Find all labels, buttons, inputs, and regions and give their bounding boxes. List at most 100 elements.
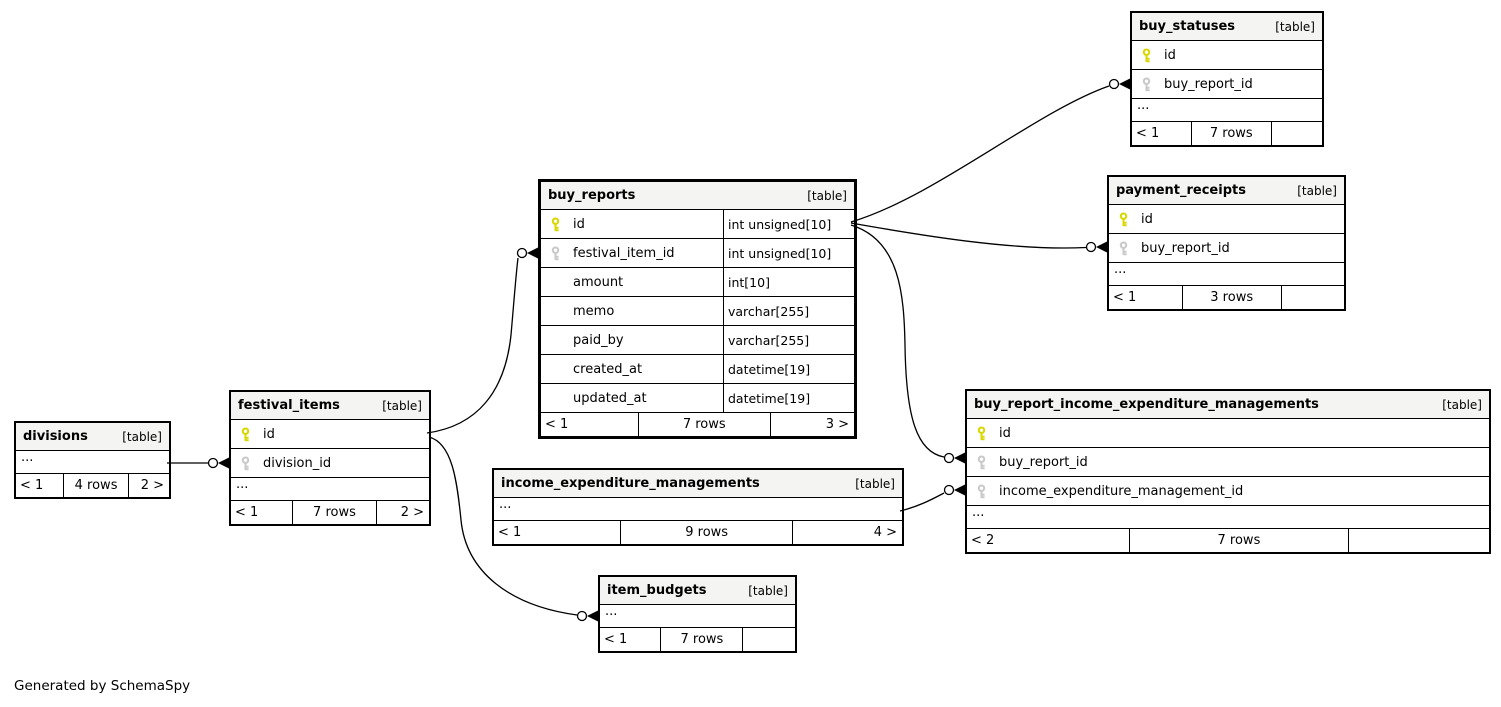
row-count: 7 rows xyxy=(638,413,769,436)
table-name: income_expenditure_managements xyxy=(501,476,760,491)
column-name: paid_by xyxy=(573,332,624,348)
parent-count: < 1 xyxy=(20,478,44,493)
table-type-tag: [table] xyxy=(122,429,162,444)
cardinality-circle-icon xyxy=(576,610,588,622)
crow-foot-icon xyxy=(1119,78,1130,90)
column-name: buy_report_id xyxy=(1141,240,1230,256)
table-row: division_id xyxy=(231,449,429,478)
ellipsis-row: ... xyxy=(600,605,795,628)
table-footer: < 1 7 rows xyxy=(600,628,795,651)
parent-count: < 1 xyxy=(1136,126,1160,141)
child-count: 4 > xyxy=(791,521,902,544)
table-footer: < 1 7 rows xyxy=(1132,122,1322,145)
ellipsis-row: ... xyxy=(1109,263,1344,286)
parent-count: < 2 xyxy=(971,533,995,548)
entity-table-item-budgets: item_budgets [table] ... < 1 7 rows xyxy=(598,575,797,653)
foreign-key-icon xyxy=(967,483,999,499)
table-type-tag: [table] xyxy=(807,188,847,203)
column-type: datetime[19] xyxy=(723,384,854,412)
crow-foot-icon xyxy=(954,484,965,496)
table-type-tag: [table] xyxy=(382,398,422,413)
cardinality-circle-icon xyxy=(516,247,528,259)
table-footer: < 1 3 rows xyxy=(1109,286,1344,309)
table-type-tag: [table] xyxy=(748,583,788,598)
table-name: buy_reports xyxy=(548,188,636,203)
table-name: buy_statuses xyxy=(1139,19,1236,34)
table-header[interactable]: festival_items [table] xyxy=(231,392,429,420)
primary-key-icon xyxy=(541,216,573,232)
ellipsis-text: ... xyxy=(1114,262,1127,277)
parent-count: < 1 xyxy=(235,505,259,520)
table-row: id xyxy=(967,419,1489,448)
table-type-tag: [table] xyxy=(1442,397,1482,412)
relationship-buy-reports-to-buy-statuses xyxy=(850,78,1130,223)
entity-table-buy-statuses: buy_statuses [table] id buy_report_id ..… xyxy=(1130,11,1324,147)
entity-table-festival-items: festival_items [table] id division_id ..… xyxy=(229,390,431,526)
column-type: varchar[255] xyxy=(723,326,854,354)
column-name: created_at xyxy=(573,361,643,377)
entity-table-buy-report-income-expenditure-managements: buy_report_income_expenditure_management… xyxy=(965,389,1491,554)
crow-foot-icon xyxy=(1096,241,1107,253)
cardinality-circle-icon xyxy=(1085,241,1097,253)
ellipsis-row: ... xyxy=(231,478,429,501)
parent-count: < 1 xyxy=(545,417,569,432)
primary-key-icon xyxy=(967,425,999,441)
table-header[interactable]: buy_report_income_expenditure_management… xyxy=(967,391,1489,419)
entity-table-buy-reports: buy_reports [table] id int unsigned[10] … xyxy=(538,179,857,439)
ellipsis-row: ... xyxy=(494,498,902,521)
column-name: id xyxy=(263,426,275,442)
table-row: memo varchar[255] xyxy=(541,297,854,326)
crow-foot-icon xyxy=(218,457,229,469)
child-count: 3 > xyxy=(769,413,855,436)
ellipsis-row: ... xyxy=(16,451,169,474)
ellipsis-text: ... xyxy=(236,477,249,492)
primary-key-icon xyxy=(1109,211,1141,227)
table-header[interactable]: buy_reports [table] xyxy=(541,182,854,210)
cardinality-circle-icon xyxy=(1108,78,1120,90)
table-row: buy_report_id xyxy=(1132,70,1322,99)
table-footer: < 1 4 rows 2 > xyxy=(16,474,169,497)
table-footer: < 1 7 rows 3 > xyxy=(541,413,854,436)
row-count: 7 rows xyxy=(1190,122,1271,145)
ellipsis-text: ... xyxy=(21,450,34,465)
ellipsis-text: ... xyxy=(605,604,618,619)
entity-table-divisions: divisions [table] ... < 1 4 rows 2 > xyxy=(14,421,171,499)
table-row: id xyxy=(231,420,429,449)
crow-foot-icon xyxy=(587,610,598,622)
table-row: buy_report_id xyxy=(967,448,1489,477)
column-name: buy_report_id xyxy=(1164,76,1253,92)
child-count: 2 > xyxy=(127,474,169,497)
table-name: festival_items xyxy=(238,398,340,413)
child-count xyxy=(742,628,795,651)
relationship-buy-reports-to-payment-receipts xyxy=(850,222,1107,253)
column-type: varchar[255] xyxy=(723,297,854,325)
table-row: income_expenditure_management_id xyxy=(967,477,1489,506)
table-footer: < 2 7 rows xyxy=(967,529,1489,552)
table-name: payment_receipts xyxy=(1116,183,1246,198)
row-count: 7 rows xyxy=(1128,529,1348,552)
entity-table-income-expenditure-managements: income_expenditure_managements [table] .… xyxy=(492,468,904,546)
table-header[interactable]: buy_statuses [table] xyxy=(1132,13,1322,41)
table-header[interactable]: item_budgets [table] xyxy=(600,577,795,605)
table-row: paid_by varchar[255] xyxy=(541,326,854,355)
column-type: int unsigned[10] xyxy=(723,239,854,267)
column-name: memo xyxy=(573,303,615,319)
table-name: buy_report_income_expenditure_management… xyxy=(974,397,1319,412)
table-row: updated_at datetime[19] xyxy=(541,384,854,413)
table-header[interactable]: payment_receipts [table] xyxy=(1109,177,1344,205)
row-count: 7 rows xyxy=(292,501,375,524)
table-row: id xyxy=(1109,205,1344,234)
parent-count: < 1 xyxy=(1113,290,1137,305)
table-row: amount int[10] xyxy=(541,268,854,297)
table-header[interactable]: income_expenditure_managements [table] xyxy=(494,470,902,498)
cardinality-circle-icon xyxy=(943,484,955,496)
column-name: buy_report_id xyxy=(999,454,1088,470)
foreign-key-icon xyxy=(1109,240,1141,256)
relationship-festival-items-to-buy-reports xyxy=(426,247,538,434)
relationship-buy-reports-to-brem xyxy=(850,224,965,464)
table-footer: < 1 9 rows 4 > xyxy=(494,521,902,544)
table-row: created_at datetime[19] xyxy=(541,355,854,384)
table-header[interactable]: divisions [table] xyxy=(16,423,169,451)
child-count xyxy=(1270,122,1322,145)
primary-key-icon xyxy=(1132,47,1164,63)
